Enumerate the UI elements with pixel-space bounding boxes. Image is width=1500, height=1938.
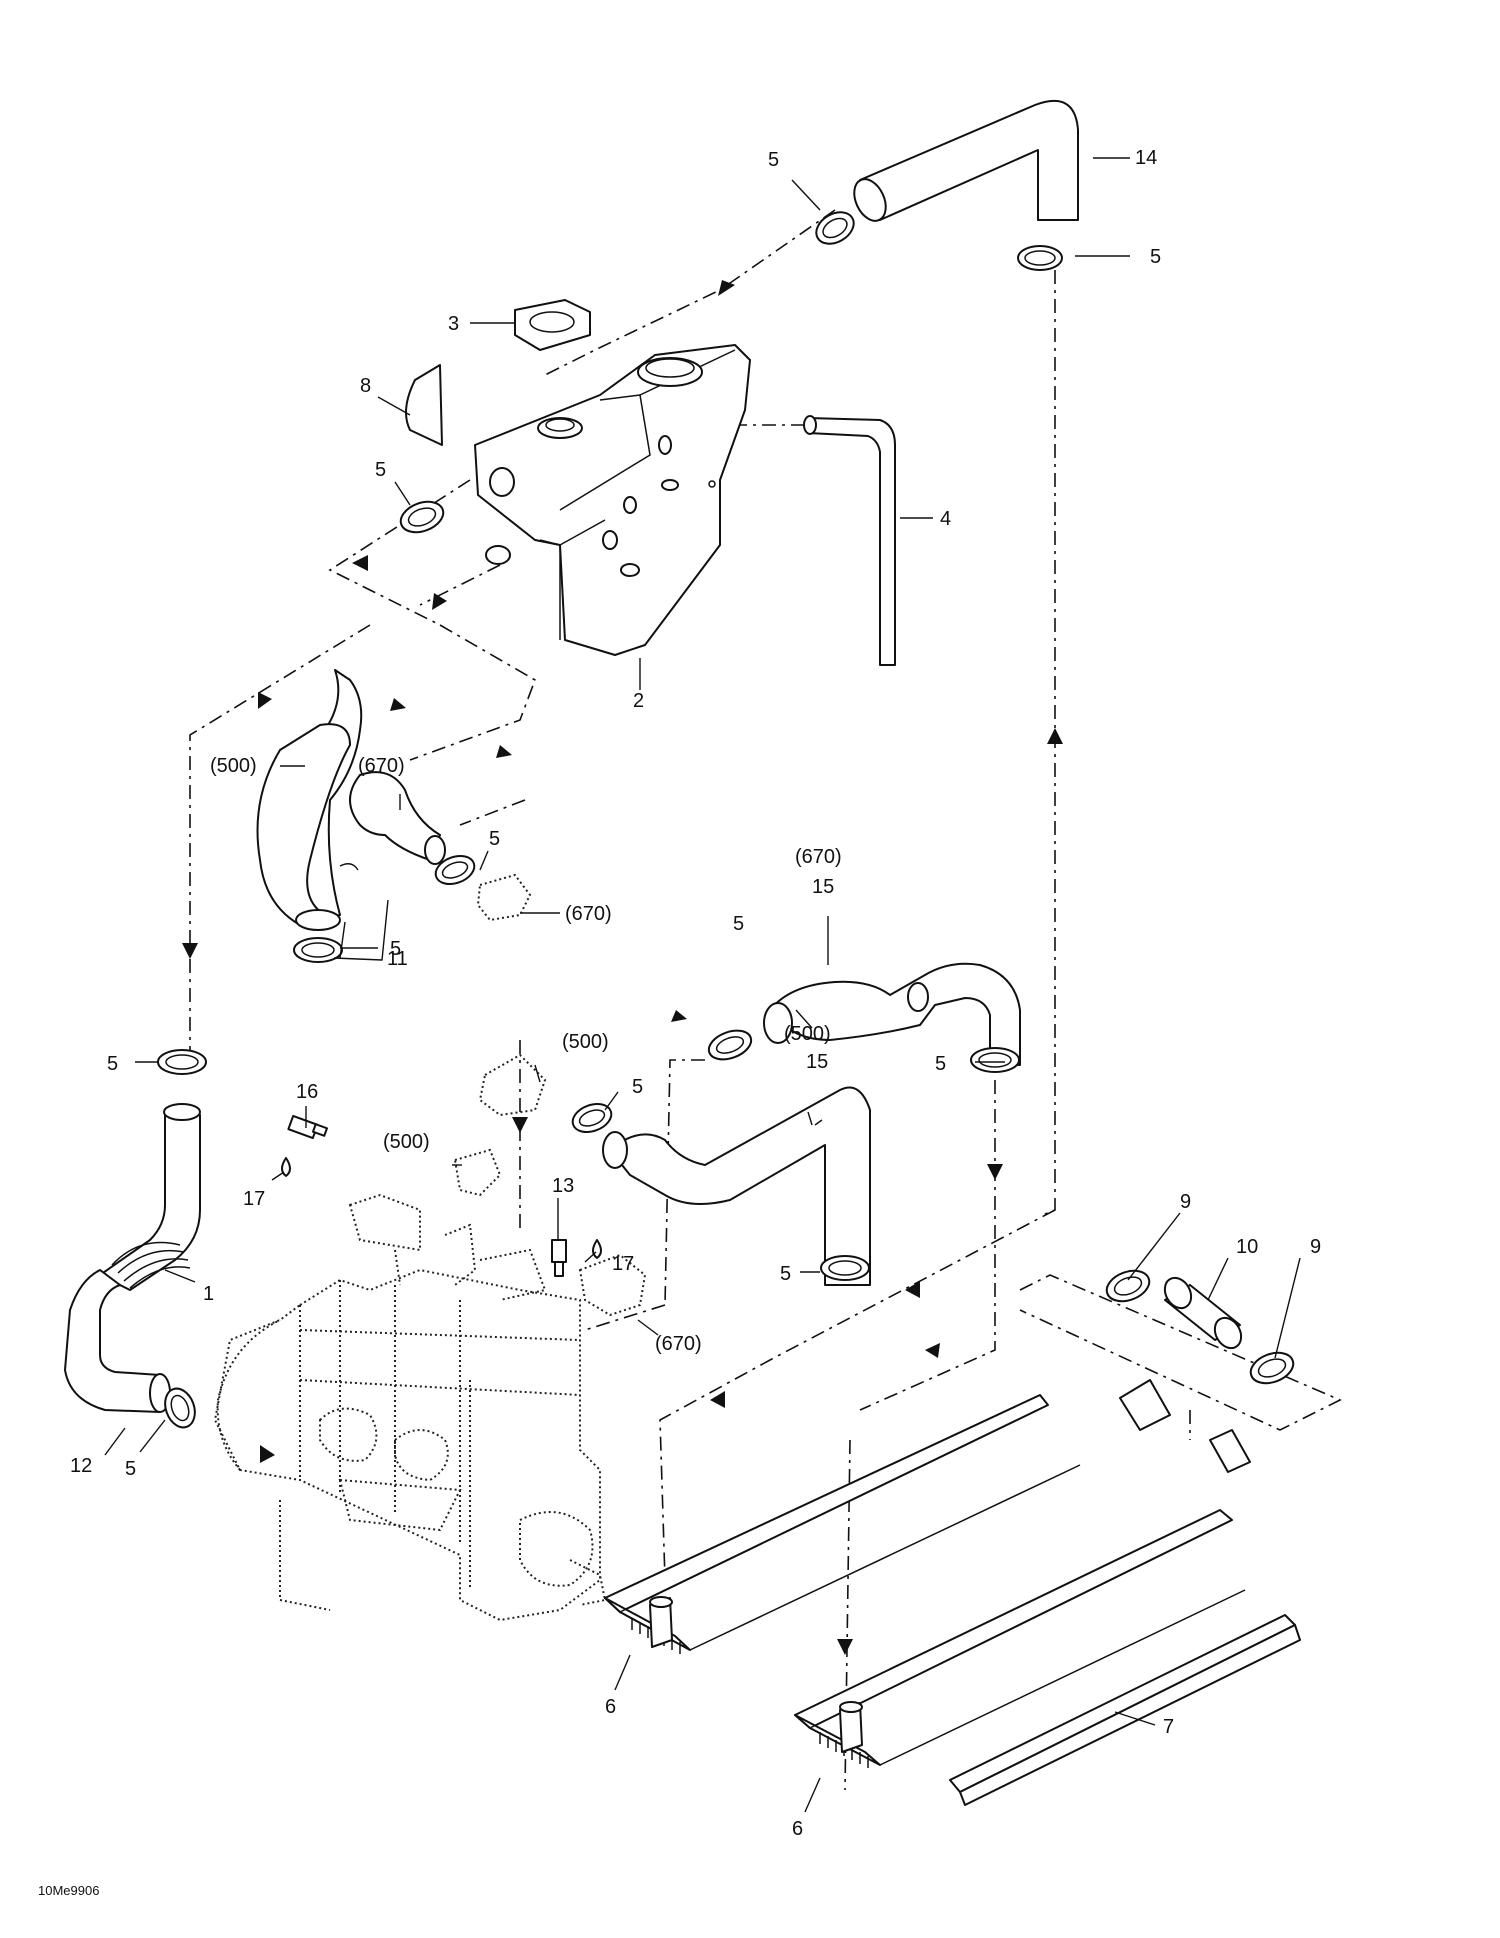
lubricant-670: (670) (655, 1333, 702, 1355)
clamp-9 (1249, 1351, 1295, 1385)
clamp-5 (293, 937, 343, 963)
flow-arrow (837, 1639, 853, 1655)
callout-15: 15 (812, 876, 834, 898)
reservoir-cap-3 (514, 299, 591, 351)
callout-2: 2 (633, 690, 644, 712)
lubricant-670: (670) (358, 755, 405, 777)
hose-clamps (157, 211, 1295, 1429)
callout-9: 9 (1180, 1191, 1191, 1213)
callout-5: 5 (489, 828, 500, 850)
callout-5: 5 (107, 1053, 118, 1075)
flow-arrow (352, 555, 368, 571)
lubricant-500: (500) (210, 755, 257, 777)
lubricant-500: (500) (784, 1023, 831, 1045)
flow-arrow (925, 1343, 940, 1358)
lubricant-500: (500) (562, 1031, 609, 1053)
callout-5: 5 (125, 1458, 136, 1480)
flow-arrow (710, 1391, 725, 1408)
clamp-5 (815, 211, 855, 245)
clamp-5 (571, 1102, 613, 1134)
callout-14: 14 (1135, 147, 1157, 169)
callout-6: 6 (605, 1696, 616, 1718)
flow-arrow (671, 1010, 687, 1022)
callout-5: 5 (935, 1053, 946, 1075)
callout-8: 8 (360, 375, 371, 397)
callout-5: 5 (390, 938, 401, 960)
clamp-5 (399, 500, 445, 534)
thermostat-housing-upper (476, 873, 532, 922)
clamp-5 (434, 854, 476, 886)
callout-5: 5 (780, 1263, 791, 1285)
callout-5: 5 (632, 1076, 643, 1098)
callout-13: 13 (552, 1175, 574, 1197)
upper-hose-14 (853, 100, 1079, 222)
callout-1: 1 (203, 1283, 214, 1305)
callout-5: 5 (733, 913, 744, 935)
clamp-5 (970, 1047, 1020, 1073)
sealant-drop-17a (281, 1157, 291, 1177)
callout-11: 11 (387, 948, 408, 970)
clamp-5 (707, 1029, 753, 1061)
flow-arrow (258, 692, 272, 709)
clamp-5 (157, 1049, 207, 1075)
callout-labels: 14 5 5 3 8 5 4 2 (500) (670) 5 (670) 11 … (38, 147, 1321, 1898)
diagram-code: 10Me9906 (38, 1883, 99, 1898)
clamp-5 (1017, 245, 1063, 271)
flow-arrow (496, 745, 512, 758)
lubricant-500: (500) (383, 1131, 430, 1153)
clamp-5 (820, 1255, 870, 1281)
lubricant-670: (670) (565, 903, 612, 925)
thermostat-housing-lower (453, 1148, 502, 1197)
flow-arrow (987, 1164, 1003, 1180)
hose-joint-10 (1163, 1276, 1243, 1350)
hose-15-500 (602, 1086, 871, 1286)
water-outlet-elbow (578, 1253, 647, 1317)
callout-12: 12 (70, 1455, 92, 1477)
callout-10: 10 (1236, 1236, 1258, 1258)
hose-11-670 (349, 771, 446, 865)
hose-1 (99, 1103, 201, 1291)
temperature-sensor-16 (287, 1114, 329, 1140)
flow-arrow (512, 1117, 528, 1133)
coolant-reservoir-2 (474, 344, 751, 656)
flow-direction-arrows (182, 280, 1063, 1655)
callout-4: 4 (940, 508, 951, 530)
hose-11-500 (256, 669, 363, 931)
hose-15-670 (763, 962, 1021, 1066)
lubricant-670: (670) (795, 846, 842, 868)
overflow-hose-4 (803, 415, 896, 666)
heat-exchanger-6-left (604, 1379, 1171, 1654)
temperature-sensor-13 (551, 1239, 567, 1277)
flow-arrow (260, 1445, 275, 1463)
callout-15: 15 (806, 1051, 828, 1073)
heat-exchanger-6-right (794, 1429, 1251, 1768)
flow-arrow (390, 698, 406, 711)
engine-outline (213, 1193, 607, 1622)
callout-5: 5 (768, 149, 779, 171)
callout-17: 17 (612, 1253, 634, 1275)
retaining-strap-8 (405, 364, 443, 446)
leader-lines (104, 157, 1301, 1813)
flow-arrow (718, 280, 735, 296)
callout-7: 7 (1163, 1716, 1174, 1738)
callout-5: 5 (375, 459, 386, 481)
flow-arrow (1047, 728, 1063, 744)
callout-6: 6 (792, 1818, 803, 1840)
mounting-rail-7 (949, 1614, 1301, 1806)
coolant-flow-lines (189, 209, 1342, 1791)
callout-3: 3 (448, 313, 459, 335)
callout-17: 17 (243, 1188, 265, 1210)
hose-12 (64, 1269, 171, 1413)
clamp-5 (164, 1387, 196, 1429)
callout-9: 9 (1310, 1236, 1321, 1258)
callout-5: 5 (1150, 246, 1161, 268)
sealant-drop-17b (592, 1239, 602, 1259)
flow-arrow (905, 1281, 920, 1298)
flow-arrow (182, 943, 198, 959)
clamp-9 (1105, 1269, 1151, 1303)
flow-arrow (432, 593, 447, 610)
callout-16: 16 (296, 1081, 318, 1103)
thermostat-housing-mid (478, 1053, 547, 1117)
